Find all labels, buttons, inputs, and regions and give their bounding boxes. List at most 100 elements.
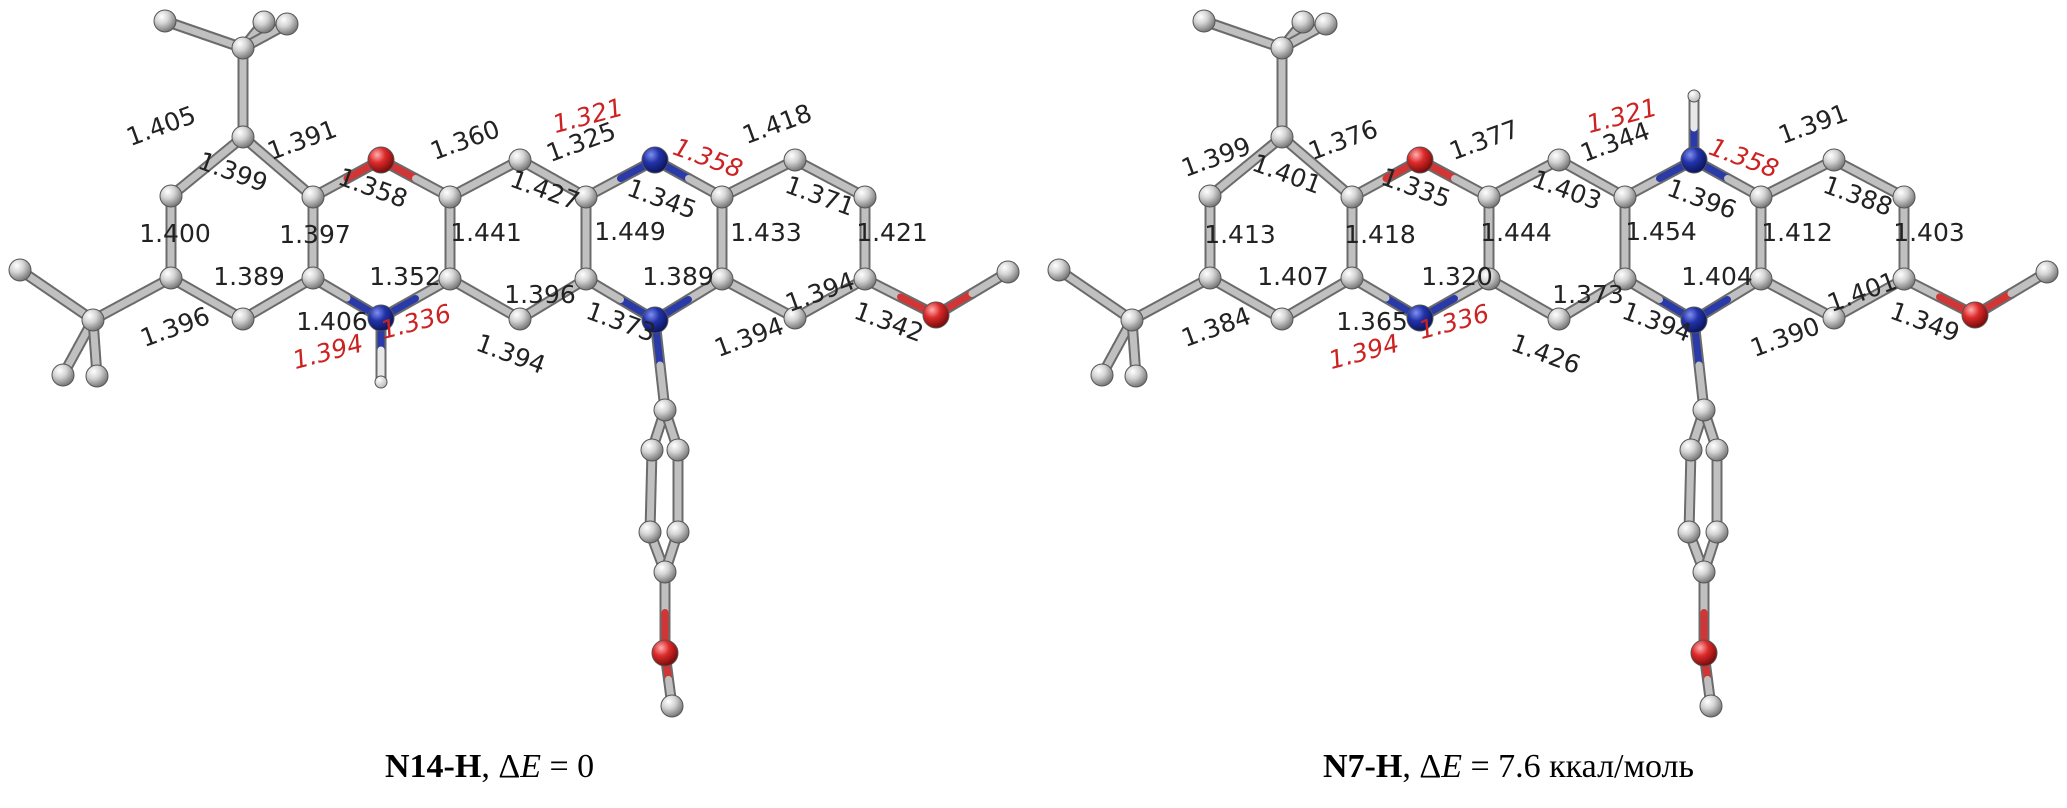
bond-length-label: 1.444 xyxy=(1480,218,1552,247)
carbon-atom xyxy=(438,267,462,291)
carbon-atom xyxy=(159,266,183,290)
carbon-atom xyxy=(1547,148,1571,172)
carbon-atom xyxy=(1270,36,1294,60)
carbon-atom xyxy=(438,185,462,209)
bond-length-label: 1.404 xyxy=(1681,262,1753,291)
carbon-atom xyxy=(1340,266,1364,290)
hydrogen-atom xyxy=(374,375,388,389)
carbon-atom xyxy=(81,308,105,332)
bond-length-label: 1.360 xyxy=(427,114,504,166)
carbon-atom xyxy=(231,307,255,331)
nitrogen-atom xyxy=(1680,146,1708,174)
energy-symbol: E xyxy=(1441,748,1462,785)
carbon-atom xyxy=(1705,438,1729,462)
bond-length-label: 1.441 xyxy=(450,218,522,247)
carbon-atom xyxy=(1314,12,1338,36)
carbon-atom xyxy=(301,185,325,209)
bond-length-label: 1.400 xyxy=(139,219,211,248)
carbon-atom xyxy=(2035,260,2059,284)
nitrogen-atom xyxy=(367,304,395,332)
oxygen-atom xyxy=(1961,301,1989,329)
carbon-atom xyxy=(508,307,532,331)
carbon-atom xyxy=(853,267,877,291)
carbon-atom xyxy=(508,148,532,172)
nitrogen-atom xyxy=(641,306,669,334)
carbon-atom xyxy=(1198,266,1222,290)
carbon-atom xyxy=(653,560,677,584)
bond-length-label: 1.373 xyxy=(1552,280,1624,309)
carbon-atom xyxy=(1477,185,1501,209)
carbon-atom xyxy=(660,694,684,718)
oxygen-atom xyxy=(651,639,679,667)
bond-length-label: 1.418 xyxy=(739,98,816,150)
carbon-atom xyxy=(1692,398,1716,422)
carbon-atom xyxy=(231,125,255,149)
caption-n7-h: N7-H, ΔE = 7.6 ккал/моль xyxy=(1323,748,1694,786)
bond-length-label: 1.426 xyxy=(1507,328,1584,380)
bond-length-label: 1.336 xyxy=(377,299,454,346)
bond-length-label: 1.391 xyxy=(264,114,341,166)
bond-length-label: 1.384 xyxy=(1178,301,1255,353)
bond-length-label: 1.449 xyxy=(594,217,666,246)
bond-length-label: 1.377 xyxy=(1446,114,1523,166)
carbon-atom xyxy=(1270,307,1294,331)
bond-length-label: 1.352 xyxy=(369,262,441,291)
bond-length-label: 1.389 xyxy=(213,262,285,291)
carbon-atom xyxy=(1692,560,1716,584)
bond-length-label: 1.376 xyxy=(1305,114,1382,166)
carbon-atom xyxy=(996,260,1020,284)
bond-length-label: 1.397 xyxy=(279,220,351,249)
carbon-atom xyxy=(783,148,807,172)
carbon-atom xyxy=(653,398,677,422)
carbon-atom xyxy=(1892,267,1916,291)
carbon-atom xyxy=(638,520,662,544)
carbon-atom xyxy=(51,363,75,387)
carbon-atom xyxy=(1822,148,1846,172)
bond-length-label: 1.394 xyxy=(472,328,549,380)
carbon-atom xyxy=(574,185,598,209)
carbon-atom xyxy=(1679,438,1703,462)
bond-length-label: 1.433 xyxy=(730,218,802,247)
carbon-atom xyxy=(1340,185,1364,209)
carbon-atom xyxy=(1198,184,1222,208)
carbon-atom xyxy=(1270,125,1294,149)
bond-length-label: 1.389 xyxy=(642,262,714,291)
carbon-atom xyxy=(1613,267,1637,291)
carbon-atom xyxy=(252,10,276,34)
atom-layer xyxy=(1047,9,2059,718)
bond-length-label: 1.403 xyxy=(1893,218,1965,247)
carbon-atom xyxy=(1547,307,1571,331)
carbon-atom xyxy=(1047,258,1071,282)
bond-length-label: 1.454 xyxy=(1625,217,1697,246)
bond-length-label: 1.396 xyxy=(504,280,576,309)
carbon-atom xyxy=(1477,267,1501,291)
bond-length-label: 1.403 xyxy=(1528,164,1605,216)
carbon-atom xyxy=(1677,520,1701,544)
carbon-atom xyxy=(231,36,255,60)
carbon-atom xyxy=(1749,267,1773,291)
carbon-atom xyxy=(1124,364,1148,388)
energy-symbol: E xyxy=(520,748,541,785)
energy-value: = 0 xyxy=(540,748,595,785)
carbon-atom xyxy=(853,185,877,209)
bond-length-label: 1.391 xyxy=(1775,98,1852,150)
nitrogen-atom xyxy=(641,146,669,174)
oxygen-atom xyxy=(1690,639,1718,667)
bond-length-label: 1.401 xyxy=(1824,266,1901,318)
bond-length-label: 1.421 xyxy=(856,218,928,247)
caption-n14-h: N14-H, ΔE = 0 xyxy=(385,748,594,786)
carbon-atom xyxy=(710,267,734,291)
carbon-atom xyxy=(574,267,598,291)
oxygen-atom xyxy=(1406,146,1434,174)
bond-length-label: 1.412 xyxy=(1761,218,1833,247)
bond-length-label: 1.407 xyxy=(1257,262,1329,291)
delta-symbol: , Δ xyxy=(1402,748,1442,785)
carbon-atom xyxy=(1192,9,1216,33)
carbon-atom xyxy=(85,364,109,388)
carbon-atom xyxy=(275,12,299,36)
oxygen-atom xyxy=(922,301,950,329)
